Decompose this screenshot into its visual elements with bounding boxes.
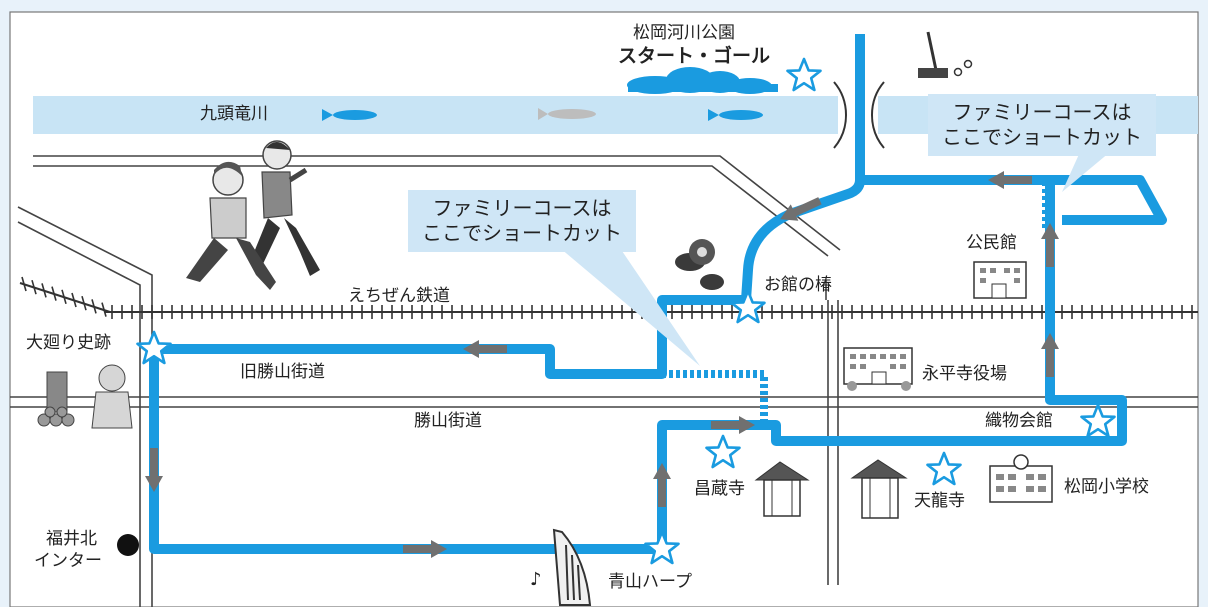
fish-icon xyxy=(538,108,596,120)
old-road-label: 旧勝山街道 xyxy=(240,362,325,382)
interchange-marker xyxy=(117,534,139,556)
bridge-left xyxy=(833,81,848,149)
gateball-icon xyxy=(918,31,973,78)
callout-pointer xyxy=(1062,152,1110,192)
fukui-ic-label-2: インター xyxy=(34,551,102,571)
harp-label: 青山ハープ xyxy=(608,572,692,592)
svg-text:♪: ♪ xyxy=(530,569,542,590)
runners-icon xyxy=(186,140,320,290)
railway-tie xyxy=(101,302,107,317)
tenryuji-label: 天龍寺 xyxy=(914,491,965,511)
callout-line: ファミリーコースは xyxy=(432,196,612,220)
fukui-ic-label-1: 福井北 xyxy=(46,529,97,549)
callout-line: ここでショートカット xyxy=(422,221,622,245)
temple-icon xyxy=(850,459,908,519)
railway-tie xyxy=(41,283,47,298)
otachi-label: お館の椿 xyxy=(764,275,832,295)
fish-icon xyxy=(708,109,763,121)
callout-line: ここでショートカット xyxy=(942,125,1142,149)
railway-tie xyxy=(31,279,37,295)
start-goal-label: スタート・ゴール xyxy=(618,45,771,67)
river xyxy=(33,96,838,134)
kominkan-label: 公民館 xyxy=(966,233,1017,253)
callout-pointer xyxy=(560,248,700,366)
fish-icon xyxy=(322,109,377,121)
camellia-icon xyxy=(675,239,724,290)
railway-ties xyxy=(21,276,1193,319)
railway-tie xyxy=(51,286,57,301)
monument-icon xyxy=(37,364,133,429)
railway-label: えちぜん鉄道 xyxy=(348,286,450,306)
school-icon xyxy=(989,454,1053,503)
railway-tie xyxy=(21,276,27,292)
temple-icon xyxy=(754,461,810,517)
harp-icon: ♪ xyxy=(530,528,592,606)
river-label: 九頭竜川 xyxy=(200,104,268,124)
railway-tie xyxy=(91,299,97,314)
community-hall-icon xyxy=(973,261,1027,299)
omawari-label: 大廻り史跡 xyxy=(26,333,111,353)
cloud-icon xyxy=(627,67,778,94)
orimono-label: 織物会館 xyxy=(985,411,1053,431)
shozoji-label: 昌蔵寺 xyxy=(694,479,745,499)
callout-line: ファミリーコースは xyxy=(952,100,1132,124)
shortcut-callout-2: ファミリーコースは ここでショートカット xyxy=(928,94,1156,156)
railway-tie xyxy=(81,295,87,311)
school-label: 松岡小学校 xyxy=(1064,477,1149,497)
bridge-right xyxy=(870,81,885,149)
road-label: 勝山街道 xyxy=(414,411,482,431)
start-park-label: 松岡河川公園 xyxy=(633,23,735,43)
shortcut-callout-1: ファミリーコースは ここでショートカット xyxy=(408,190,636,252)
town-office-icon xyxy=(843,347,913,391)
railway-tie xyxy=(61,289,67,305)
town-office-label: 永平寺役場 xyxy=(922,364,1007,384)
railway-tie xyxy=(71,292,77,308)
